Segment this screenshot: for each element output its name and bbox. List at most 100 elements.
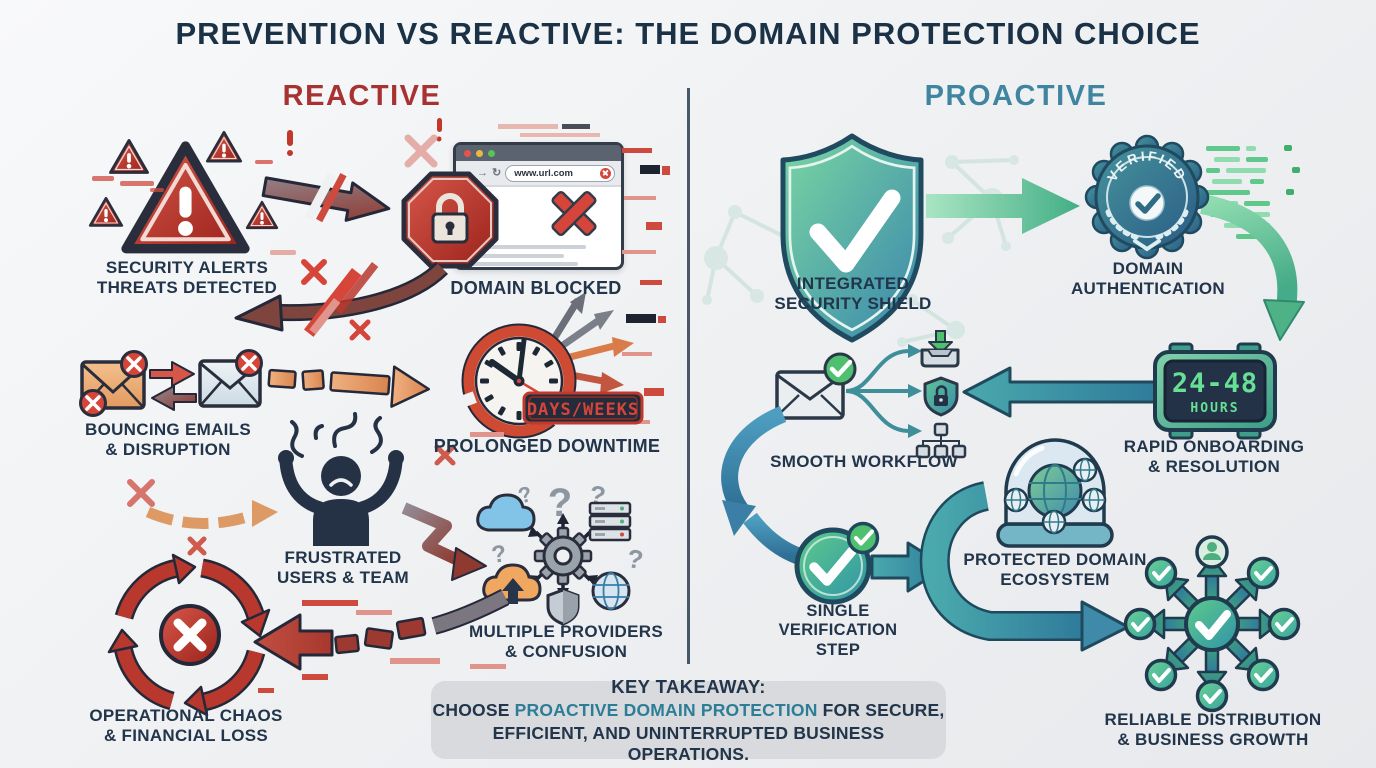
globe-icon xyxy=(591,571,631,611)
column-divider xyxy=(687,88,690,664)
back-icon: ← xyxy=(462,166,473,179)
label-line: & BUSINESS GROWTH xyxy=(1117,730,1309,750)
arrow-shield-to-auth-icon xyxy=(926,178,1080,234)
gear-icon xyxy=(533,526,593,586)
label-line: VERIFICATION xyxy=(778,621,898,640)
red-x-icon xyxy=(349,319,371,341)
label-line: THREATS DETECTED xyxy=(96,278,278,298)
onboarding-clock-icon: 24-48 HOURS xyxy=(1153,342,1277,440)
label-line: OPERATIONAL CHAOS xyxy=(89,706,283,725)
label-line: ECOSYSTEM xyxy=(1000,570,1110,590)
takeaway-line3: EFFICIENT, AND UNINTERRUPTED BUSINESS OP… xyxy=(492,722,885,764)
clock-time-text: 24-48 xyxy=(1172,368,1258,399)
exclamation-marks xyxy=(287,118,442,156)
clock-unit-text: HOURS xyxy=(1190,401,1239,416)
label-line: SINGLE xyxy=(806,602,870,620)
hub-arrows xyxy=(1144,556,1280,692)
question-icon: ? xyxy=(625,543,645,575)
question-icon: ? xyxy=(515,481,534,509)
label-line: USERS & TEAM xyxy=(276,568,410,588)
label-line: SECURITY ALERTS xyxy=(105,258,269,277)
label-single-verification: SINGLE VERIFICATION STEP xyxy=(779,602,898,660)
clock-ticks xyxy=(480,342,558,420)
label-security-alerts: SECURITY ALERTS THREATS DETECTED xyxy=(97,258,277,298)
label-line: DOMAIN xyxy=(1112,259,1184,278)
label-reliable-distribution: RELIABLE DISTRIBUTION & BUSINESS GROWTH xyxy=(1105,710,1322,750)
cloud-icon xyxy=(476,493,536,532)
browser-dot-red-icon xyxy=(464,149,471,157)
question-marks: ? ? ? ? ? xyxy=(490,479,645,575)
arrow-emails-to-clock-icon xyxy=(267,365,431,408)
content-line xyxy=(468,245,586,249)
domain-ecosystem-icon xyxy=(996,438,1114,548)
browser-dot-green-icon xyxy=(488,149,495,157)
blocked-browser-window: ← → ↻ www.url.com xyxy=(453,142,624,270)
days-weeks-text: DAYS/WEEKS xyxy=(527,400,639,420)
label-domain-blocked: DOMAIN BLOCKED xyxy=(450,278,622,298)
label-line: & CONFUSION xyxy=(504,642,628,662)
laurel-right-icon xyxy=(1151,209,1189,241)
decor-dashes xyxy=(92,160,296,255)
days-weeks-badge: DAYS/WEEKS xyxy=(522,391,644,425)
check-icon xyxy=(829,359,853,378)
code-lines xyxy=(1206,145,1300,239)
shield-small-icon xyxy=(546,588,580,626)
arrow-clock-to-workflow-icon xyxy=(962,366,1157,418)
inbox-icon xyxy=(920,330,960,368)
content-line xyxy=(468,254,564,258)
forward-icon: → xyxy=(477,166,488,179)
url-field: www.url.com xyxy=(505,164,615,182)
bounce-x-badge-icon xyxy=(79,349,263,417)
label-line: PROTECTED DOMAIN xyxy=(963,550,1147,569)
label-line: INTEGRATED xyxy=(796,274,910,293)
shield-lock-icon xyxy=(923,376,959,417)
workflow-branches-icon xyxy=(845,344,922,438)
laurel-left-icon xyxy=(1105,209,1143,241)
gear-arrowheads xyxy=(528,513,598,599)
stress-squiggles xyxy=(290,412,383,458)
label-protected-ecosystem: PROTECTED DOMAIN ECOSYSTEM xyxy=(963,550,1146,590)
label-line: & RESOLUTION xyxy=(1147,457,1281,477)
network-pattern xyxy=(702,155,1019,347)
takeaway-line2: CHOOSE PROACTIVE DOMAIN PROTECTION FOR S… xyxy=(431,700,946,721)
browser-address-bar: ← → ↻ www.url.com xyxy=(456,161,621,187)
mini-globe-icon xyxy=(1003,457,1107,535)
faded-x-icon xyxy=(404,134,438,168)
gear-arrows xyxy=(534,523,592,589)
key-takeaway-box: KEY TAKEAWAY: CHOOSE PROACTIVE DOMAIN PR… xyxy=(431,676,946,764)
label-operational-chaos: OPERATIONAL CHAOS & FINANCIAL LOSS xyxy=(89,706,282,746)
label-multiple-providers: MULTIPLE PROVIDERS & CONFUSION xyxy=(469,622,663,662)
downtime-burst-arrows-icon xyxy=(549,292,634,394)
upload-cloud-icon xyxy=(482,563,542,604)
hub-check-nodes xyxy=(1123,556,1301,713)
reload-icon: ↻ xyxy=(492,166,502,179)
chevron-icon xyxy=(1133,239,1161,252)
arrow-to-frustrated-icon xyxy=(127,479,278,556)
check-icon xyxy=(809,189,901,273)
browser-dot-yellow-icon xyxy=(476,149,483,157)
workflow-envelope-icon xyxy=(775,352,857,420)
server-icon xyxy=(588,501,632,542)
browser-content xyxy=(456,187,621,266)
distribution-hub-icon xyxy=(1123,535,1301,713)
check-icon xyxy=(1135,193,1161,214)
downtime-clock-icon: DAYS/WEEKS xyxy=(461,323,644,439)
arrow-workflow-to-verification-icon xyxy=(721,406,804,566)
arrow-threats-to-blocked-icon xyxy=(261,172,391,223)
label-domain-authentication: DOMAIN AUTHENTICATION xyxy=(1071,259,1225,299)
verified-text: VERIFIED xyxy=(1104,148,1187,184)
bouncing-emails-icon xyxy=(79,349,263,417)
label-line: & FINANCIAL LOSS xyxy=(103,726,269,746)
label-line: AUTHENTICATION xyxy=(1070,279,1226,299)
reactive-header: REACTIVE xyxy=(282,80,442,112)
label-bouncing-emails: BOUNCING EMAILS & DISRUPTION xyxy=(85,420,251,460)
red-x-icon xyxy=(301,259,327,285)
label-line: & DISRUPTION xyxy=(105,440,231,460)
label-line: SECURITY SHIELD xyxy=(774,294,932,314)
label-security-shield: INTEGRATED SECURITY SHIELD xyxy=(774,274,931,314)
page-title: PREVENTION VS REACTIVE: THE DOMAIN PROTE… xyxy=(175,16,1201,51)
verification-check-icon xyxy=(794,521,880,605)
label-line: RAPID ONBOARDING xyxy=(1123,437,1305,456)
warning-triangles-icon xyxy=(88,118,442,255)
